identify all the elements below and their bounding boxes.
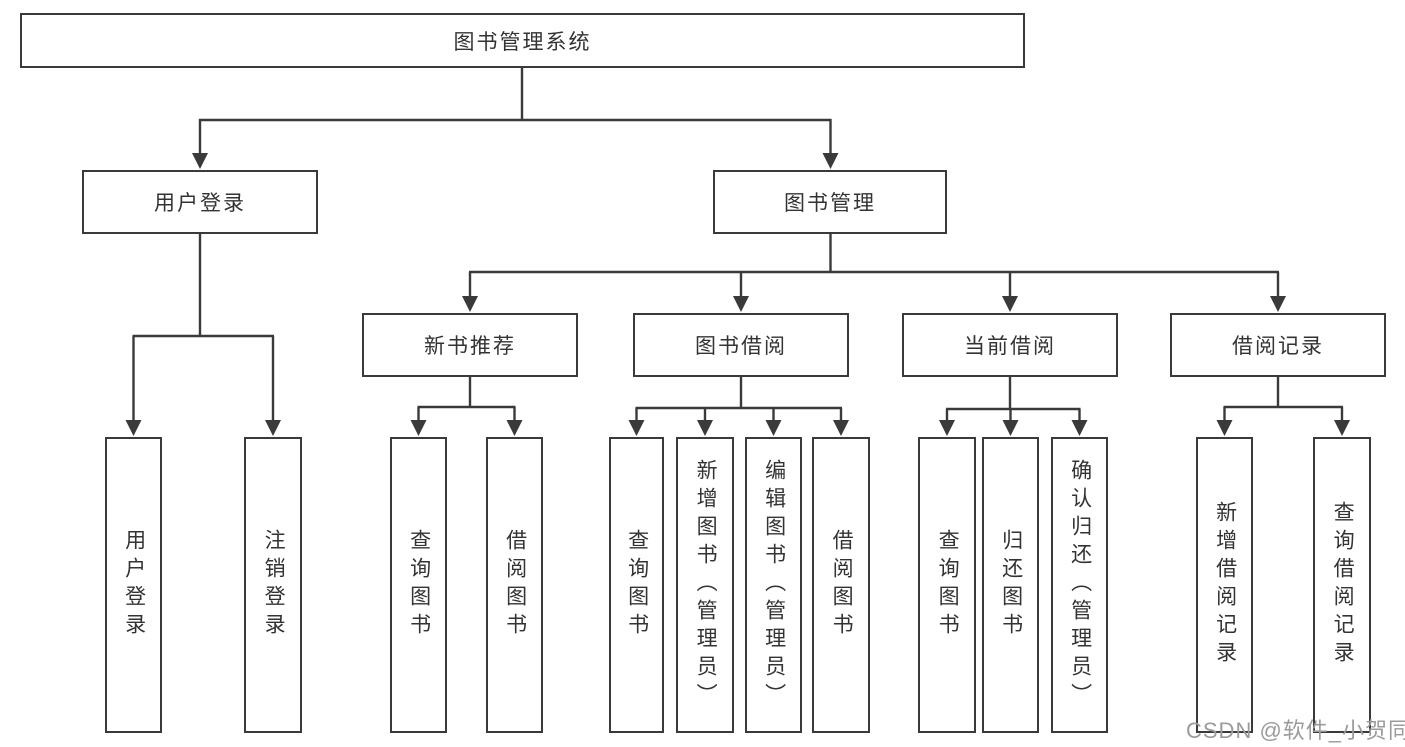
leaf-query-borrow-record: 查询借阅记录: [1313, 437, 1371, 733]
leaf-add-books-admin: 新增图书（管理员）: [676, 437, 734, 733]
leaf-confirm-return-admin: 确认归还（管理员）: [1051, 437, 1108, 733]
node-book-borrowing: 图书借阅: [633, 313, 849, 377]
node-label: 当前借阅: [964, 335, 1056, 358]
leaf-query-books-borrow: 查询图书: [609, 437, 664, 733]
leaf-label: 注销登录: [262, 529, 286, 641]
node-label: 新书推荐: [424, 335, 516, 358]
leaf-borrow-books: 借阅图书: [812, 437, 870, 733]
leaf-label: 查询图书: [407, 529, 431, 641]
leaf-label: 编辑图书（管理员）: [762, 459, 786, 711]
node-label: 用户登录: [154, 192, 246, 215]
leaf-label: 用户登录: [122, 529, 146, 641]
leaf-label: 新增图书（管理员）: [694, 459, 718, 711]
node-label: 借阅记录: [1232, 335, 1324, 358]
leaf-label: 借阅图书: [830, 529, 854, 641]
leaf-user-login: 用户登录: [105, 437, 162, 733]
leaf-query-books-current: 查询图书: [918, 437, 976, 733]
leaf-query-books-recommend: 查询图书: [390, 437, 447, 733]
leaf-label: 查询图书: [936, 529, 960, 641]
node-book-management: 图书管理: [713, 170, 947, 234]
leaf-return-books: 归还图书: [982, 437, 1039, 733]
node-label: 图书借阅: [695, 335, 787, 358]
watermark: CSDN @软件_小贺同学: [1186, 718, 1405, 743]
node-new-book-recommendation: 新书推荐: [362, 313, 578, 377]
leaf-label: 借阅图书: [503, 529, 527, 641]
leaf-edit-books-admin: 编辑图书（管理员）: [745, 437, 802, 733]
leaf-label: 查询借阅记录: [1331, 501, 1355, 669]
node-library-management-system: 图书管理系统: [20, 13, 1025, 68]
node-label: 图书管理系统: [453, 30, 592, 54]
leaf-borrow-books-recommend: 借阅图书: [486, 437, 543, 733]
leaf-label: 归还图书: [999, 529, 1023, 641]
arrowheads: [125, 153, 1350, 436]
leaf-add-borrow-record: 新增借阅记录: [1196, 437, 1253, 733]
node-user-login: 用户登录: [82, 170, 318, 234]
leaf-label: 新增借阅记录: [1213, 501, 1237, 669]
node-label: 图书管理: [784, 192, 876, 215]
leaf-logout: 注销登录: [244, 437, 302, 733]
leaf-label: 查询图书: [625, 529, 649, 641]
leaf-label: 确认归还（管理员）: [1068, 459, 1092, 711]
node-current-borrowing: 当前借阅: [902, 313, 1118, 377]
node-borrowing-records: 借阅记录: [1170, 313, 1386, 377]
